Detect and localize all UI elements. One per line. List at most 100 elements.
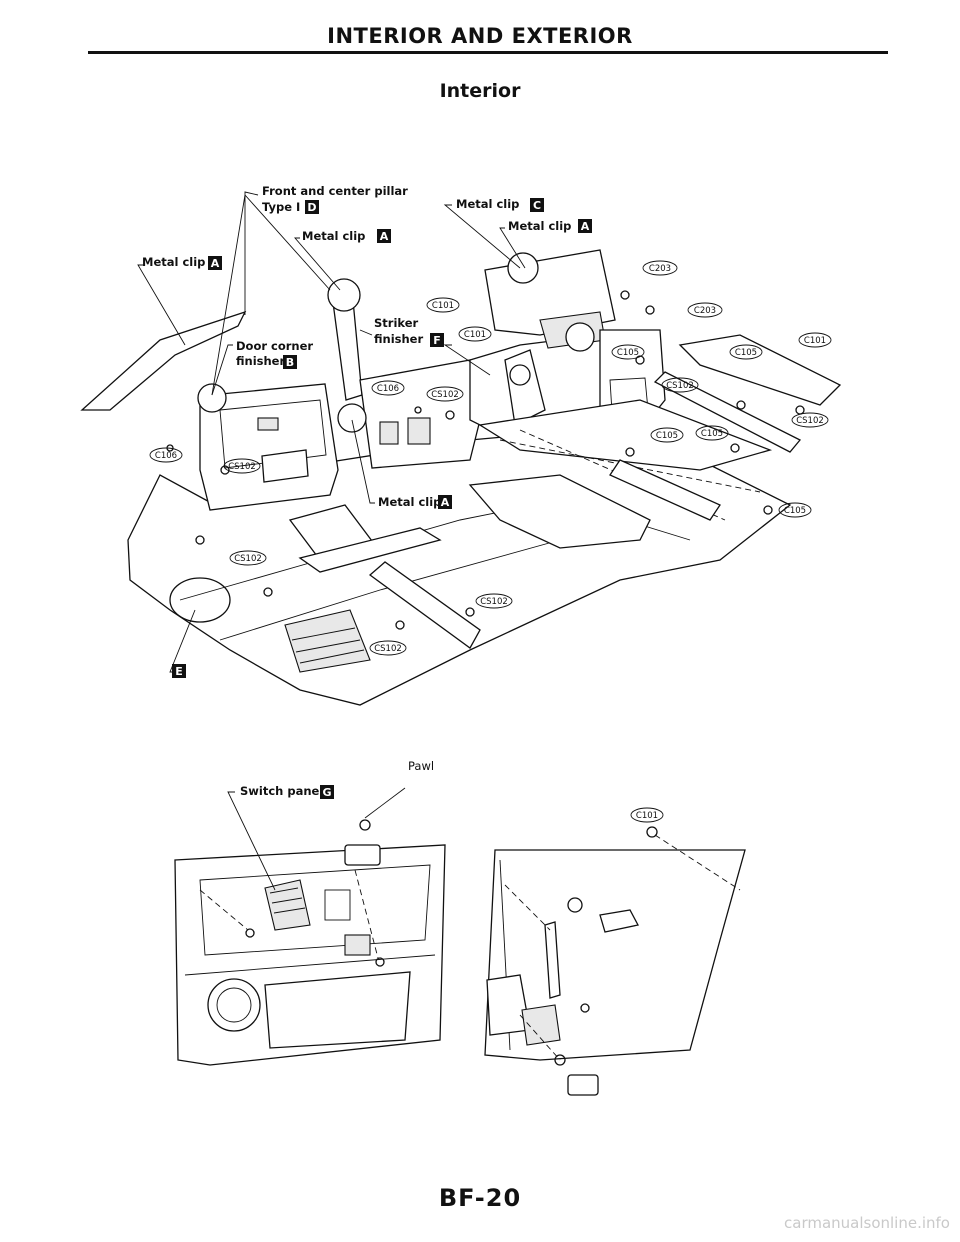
svg-text:C105: C105	[701, 429, 723, 439]
label-type-i: Type I	[262, 200, 300, 214]
ref-c105-e: C105	[778, 502, 812, 518]
door-corner-finisher	[197, 383, 227, 413]
watermark: carmanualsonline.info	[784, 1214, 950, 1232]
badge-e: E	[172, 664, 186, 678]
ashtray	[567, 1074, 599, 1096]
badge-f: F	[430, 333, 444, 347]
ref-c101-a: C101	[426, 297, 460, 313]
label-door-corner: Door corner	[236, 339, 313, 353]
svg-text:CS102: CS102	[666, 381, 694, 391]
part-reference-tags: C203 C203 C101 C101 C101 C105 C105 C105 …	[149, 260, 832, 823]
window-regulator-handle	[599, 909, 639, 933]
svg-text:C105: C105	[656, 431, 678, 441]
page-number: BF-20	[438, 1184, 522, 1212]
badge-a-bottom: A	[438, 495, 452, 509]
badge-c: C	[530, 198, 544, 212]
svg-text:A: A	[441, 496, 450, 509]
screw	[245, 928, 255, 938]
fasteners-upper	[166, 290, 805, 630]
rear-switch-bezel	[521, 1004, 561, 1046]
arm-rest-pocket	[261, 449, 309, 483]
trunk-floor	[478, 399, 773, 471]
door-map-pocket	[264, 971, 411, 1049]
label-switch-panel: Switch panel	[240, 784, 323, 798]
svg-text:C106: C106	[377, 384, 399, 394]
ref-cs102-e: CS102	[229, 550, 267, 566]
metal-clip-rear-quarter	[507, 252, 539, 284]
vehicle-interior-drawing	[80, 249, 842, 706]
screw	[375, 957, 385, 967]
trunk-kick-plate	[609, 459, 721, 521]
ref-c105-d: C105	[695, 425, 729, 441]
center-tunnel	[368, 561, 481, 649]
badge-d: D	[305, 200, 319, 214]
door-pull-handle	[344, 844, 381, 866]
svg-text:CS102: CS102	[796, 416, 824, 426]
label-door-corner-finisher: finisher	[236, 354, 285, 368]
ref-c203-a: C203	[642, 260, 678, 276]
svg-text:D: D	[307, 201, 316, 214]
svg-text:C101: C101	[464, 330, 486, 340]
switch-panel	[264, 879, 311, 931]
svg-text:A: A	[211, 257, 220, 270]
page-heading: Interior	[439, 80, 521, 102]
metal-clip-rear-door	[337, 403, 367, 433]
callout-labels: Front and center pillar Type I D Metal c…	[142, 184, 592, 799]
ref-cs102-b: CS102	[426, 386, 464, 402]
ref-c105-a: C105	[611, 344, 645, 360]
rear-door-trim-detail	[484, 826, 746, 1096]
header-rule	[88, 51, 888, 54]
badge-b: B	[283, 355, 297, 369]
section-title: INTERIOR AND EXTERIOR	[327, 24, 633, 48]
inside-handle	[344, 934, 371, 956]
ref-c106-b: C106	[371, 380, 405, 396]
ref-cs102-d: CS102	[223, 458, 261, 474]
section-header: INTERIOR AND EXTERIOR	[0, 24, 960, 48]
svg-text:A: A	[380, 230, 389, 243]
carpet-detail-circle	[169, 577, 231, 623]
label-metal-clip-a-right: Metal clip	[508, 219, 571, 233]
metal-clip-center-pillar	[327, 278, 361, 312]
svg-text:C203: C203	[649, 264, 671, 274]
svg-text:C101: C101	[432, 301, 454, 311]
svg-text:C: C	[533, 199, 541, 212]
rear-door-trim	[359, 359, 481, 469]
badge-a-left: A	[208, 256, 222, 270]
label-metal-clip-a-bottom: Metal clip	[378, 495, 441, 509]
rear-arm-rest	[544, 921, 561, 999]
badge-a-pillar: A	[377, 229, 391, 243]
ref-cs102-c: CS102	[791, 412, 829, 428]
label-striker-finisher: finisher	[374, 332, 423, 346]
svg-text:C105: C105	[784, 506, 806, 516]
ref-c203-b: C203	[687, 302, 723, 318]
svg-text:CS102: CS102	[480, 597, 508, 607]
ref-c101-door: C101	[630, 807, 664, 823]
label-pawl: Pawl	[408, 759, 434, 773]
badge-g: G	[320, 785, 334, 799]
label-metal-clip-a-left: Metal clip	[142, 255, 205, 269]
rear-floor-step	[468, 474, 651, 549]
ref-c101-b: C101	[458, 326, 492, 342]
ref-cs102-a: CS102	[661, 377, 699, 393]
ref-c101-c: C101	[798, 332, 832, 348]
svg-text:B: B	[286, 356, 294, 369]
svg-text:CS102: CS102	[234, 554, 262, 564]
svg-text:G: G	[322, 786, 331, 799]
svg-text:C105: C105	[617, 348, 639, 358]
pawl-screw	[359, 819, 371, 831]
rear-sill-plate	[653, 371, 802, 453]
ref-c105-c: C105	[650, 427, 684, 443]
front-door-trim-detail	[174, 819, 446, 1066]
badge-a-right: A	[578, 219, 592, 233]
svg-text:CS102: CS102	[228, 462, 256, 472]
label-striker: Striker	[374, 316, 419, 330]
leader-lines	[137, 191, 526, 891]
svg-text:C203: C203	[694, 306, 716, 316]
svg-text:C106: C106	[155, 451, 177, 461]
floor-mat-front	[284, 609, 371, 673]
svg-text:F: F	[433, 334, 441, 347]
ref-cs102-g: CS102	[369, 640, 407, 656]
ref-c105-b: C105	[729, 344, 763, 360]
svg-text:A: A	[581, 220, 590, 233]
